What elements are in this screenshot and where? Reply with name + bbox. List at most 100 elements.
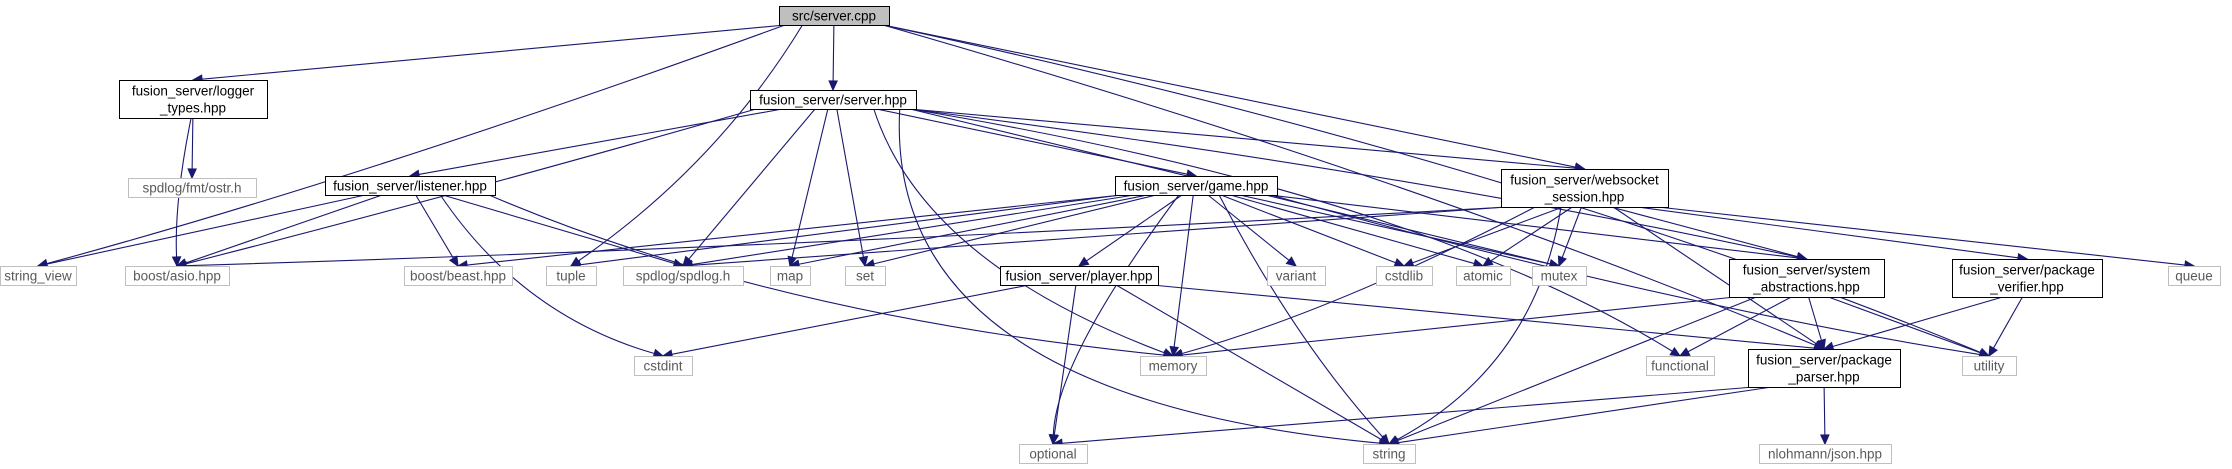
node-set[interactable]: set [845,266,886,286]
node-fmt-ostr[interactable]: spdlog/fmt/ostr.h [128,178,257,198]
edge-arrowhead [1669,346,1682,357]
node-optional[interactable]: optional [1019,444,1088,464]
edge-system_abstractions-to-utility [1828,296,1991,358]
node-box [1501,169,1669,208]
node-boost-asio[interactable]: boost/asio.hpp [125,266,230,286]
node-label: boost/asio.hpp [133,269,221,284]
edge-line [1207,194,1290,261]
edge-server_hpp-to-websocket_session [909,108,1586,173]
node-logger-types[interactable]: fusion_server/logger_types.hpp [119,80,268,119]
edge-server_hpp-to-functional [909,108,1682,357]
node-label: functional [1651,359,1709,374]
node-package-verifier[interactable]: fusion_server/package_verifier.hpp [1952,259,2103,298]
node-label: boost/beast.hpp [410,269,506,284]
edge-line [1239,194,1551,265]
edge-websocket_session-to-string [1387,206,1562,445]
edge-server_cpp-to-utility [882,24,1991,357]
node-game-hpp[interactable]: fusion_server/game.hpp [1115,176,1278,196]
node-package-parser[interactable]: fusion_server/package_parser.hpp [1748,349,1901,388]
edge-server_hpp-to-system_abstractions [909,108,1808,262]
edge-line [466,194,1122,266]
node-string[interactable]: string [1363,444,1416,464]
node-string-view[interactable]: string_view [0,266,77,286]
node-player-hpp[interactable]: fusion_server/player.hpp [1000,266,1159,286]
node-server-cpp[interactable]: src/server.cpp [779,6,890,26]
node-tuple[interactable]: tuple [546,266,597,286]
node-mutex[interactable]: mutex [1532,266,1587,286]
edge-package_verifier-to-utility [1988,296,2023,358]
edge-arrowhead [171,256,182,268]
edge-line [1808,296,1822,341]
edge-arrowhead [1481,256,1494,267]
edge-logger_types-to-fmt_ostr [187,117,197,180]
node-map[interactable]: map [770,266,811,286]
edges-layer [36,24,2196,449]
node-memory[interactable]: memory [1140,356,1207,376]
edge-player_hpp-to-package_parser [1151,284,1826,353]
node-cstdint[interactable]: cstdint [634,356,693,376]
node-label: memory [1149,359,1198,374]
node-label: mutex [1541,269,1578,284]
edge-line [876,108,1188,175]
node-box [1267,266,1326,286]
edge-arrowhead [1378,435,1391,445]
edge-game_hpp-to-map [788,194,1148,269]
node-label: string [1372,447,1405,462]
edge-game_hpp-to-cstdlib [1220,194,1406,268]
edge-line [1637,206,2019,259]
edge-line [185,206,1508,267]
node-label: cstdint [643,359,682,374]
node-functional[interactable]: functional [1646,356,1715,376]
node-spdlog[interactable]: spdlog/spdlog.h [623,266,744,286]
node-system-abstractions[interactable]: fusion_server/system_abstractions.hpp [1729,259,1885,298]
node-box [634,356,693,376]
edge-server_cpp-to-logger_types [191,24,786,84]
node-box [1952,259,2103,298]
node-label: _parser.hpp [1787,370,1859,385]
node-label: _verifier.hpp [1989,280,2064,295]
edge-line [1561,206,1582,258]
node-atomic[interactable]: atomic [1456,266,1511,286]
edge-line [1086,194,1183,262]
edge-line [1218,194,1384,438]
node-label: atomic [1463,269,1503,284]
edge-line [1396,206,1562,441]
edge-websocket_session-to-package_verifier [1637,206,2029,263]
node-nlohmann-json[interactable]: nlohmann/json.hpp [1759,444,1892,464]
edge-arrowhead [1988,345,1998,358]
node-box [1019,444,1088,464]
edge-arrowhead [828,80,838,92]
edge-line [442,194,675,264]
node-label: _session.hpp [1544,190,1625,205]
node-box [770,266,811,286]
edge-line [1397,296,1757,442]
edge-line [185,194,383,264]
edge-arrowhead [1816,338,1826,351]
node-listener-hpp[interactable]: fusion_server/listener.hpp [325,176,496,196]
node-box [1748,349,1901,388]
node-cstdlib[interactable]: cstdlib [1376,266,1433,286]
node-box [128,178,257,198]
node-variant[interactable]: variant [1267,266,1326,286]
edge-server_hpp-to-set [836,108,869,268]
node-label: utility [1974,359,2005,374]
edge-game_hpp-to-atomic [1230,194,1485,269]
node-websocket-session[interactable]: fusion_server/websocket_session.hpp [1501,169,1669,208]
node-boost-beast[interactable]: boost/beast.hpp [404,266,513,286]
edge-line [415,194,454,259]
edge-arrowhead [1678,347,1691,357]
node-box [623,266,744,286]
node-box [1000,266,1159,286]
edge-line [1220,194,1396,264]
node-server-hpp[interactable]: fusion_server/server.hpp [750,90,917,110]
edge-line [1412,206,1564,264]
edge-server_cpp-to-string_view [36,24,786,269]
node-utility[interactable]: utility [1962,356,2017,376]
node-queue[interactable]: queue [2168,266,2221,286]
node-label: fusion_server/server.hpp [759,93,907,108]
edge-listener_hpp-to-boost_asio [175,194,383,268]
edge-system_abstractions-to-memory [1171,296,1736,360]
node-box [546,266,597,286]
node-box [1759,444,1892,464]
edge-line [909,108,1576,169]
